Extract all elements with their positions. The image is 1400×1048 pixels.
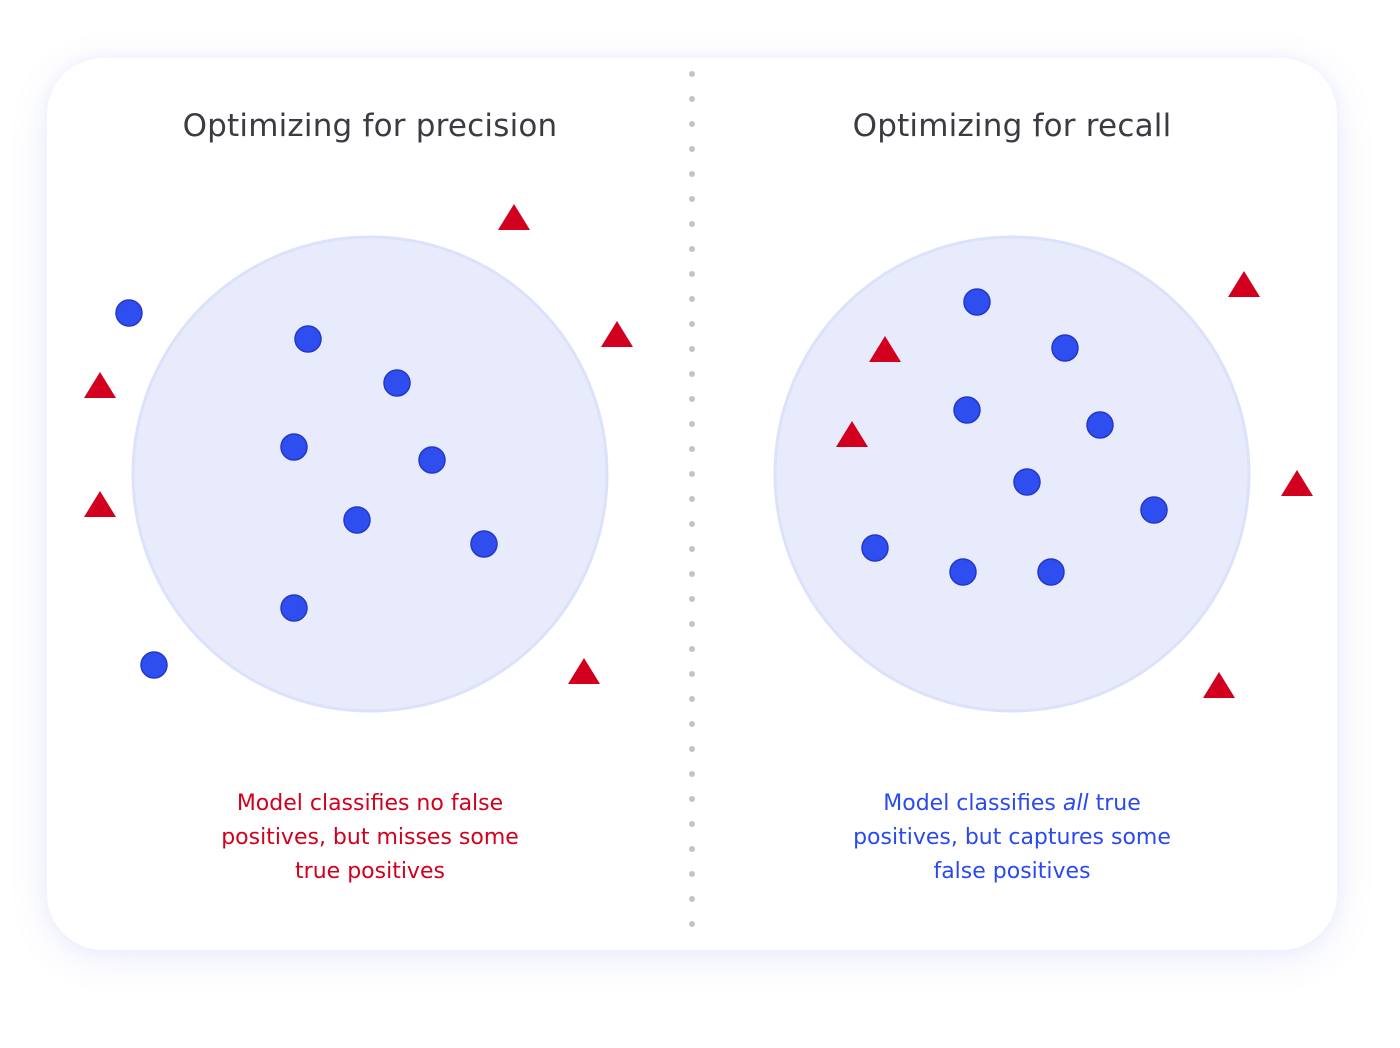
recall-caption: Model classifies all true positives, but…	[772, 787, 1252, 889]
recall-negative-point	[836, 421, 868, 447]
precision-negative-point	[84, 491, 116, 517]
recall-caption-line: Model classifies all true	[772, 787, 1252, 821]
precision-positive-point	[280, 594, 308, 622]
recall-caption-line: positives, but captures some	[853, 825, 1171, 850]
recall-positive-point	[1013, 468, 1041, 496]
precision-positive-point	[280, 433, 308, 461]
recall-negative-point	[1203, 672, 1235, 698]
precision-positive-point	[140, 651, 168, 679]
recall-caption-text: Model classifies	[883, 791, 1063, 816]
recall-positive-point	[1037, 558, 1065, 586]
precision-positive-point	[115, 299, 143, 327]
precision-caption-line: positives, but misses some	[221, 825, 519, 850]
recall-caption-line: false positives	[933, 859, 1091, 884]
precision-negative-point	[601, 321, 633, 347]
precision-title: Optimizing for precision	[182, 108, 558, 144]
recall-negative-point	[1281, 470, 1313, 496]
recall-caption-emphasis: all	[1062, 791, 1089, 816]
recall-negative-point	[1228, 271, 1260, 297]
recall-positive-point	[1140, 496, 1168, 524]
recall-positive-point	[953, 396, 981, 424]
precision-negative-point	[498, 204, 530, 230]
recall-negative-point	[869, 336, 901, 362]
recall-classification-circle	[773, 235, 1251, 713]
precision-classification-circle	[131, 235, 609, 713]
precision-negative-point	[84, 372, 116, 398]
recall-positive-point	[861, 534, 889, 562]
recall-positive-point	[963, 288, 991, 316]
precision-positive-point	[343, 506, 371, 534]
recall-positive-point	[1051, 334, 1079, 362]
recall-title: Optimizing for recall	[852, 108, 1172, 144]
recall-positive-point	[949, 558, 977, 586]
precision-positive-point	[294, 325, 322, 353]
precision-positive-point	[383, 369, 411, 397]
precision-caption-line: Model classifies no false	[236, 791, 504, 816]
precision-positive-point	[470, 530, 498, 558]
precision-negative-point	[568, 658, 600, 684]
recall-caption-text: true	[1088, 791, 1141, 816]
precision-positive-point	[418, 446, 446, 474]
precision-caption: Model classifies no false positives, but…	[130, 787, 610, 889]
recall-positive-point	[1086, 411, 1114, 439]
precision-caption-line: true positives	[295, 859, 445, 884]
